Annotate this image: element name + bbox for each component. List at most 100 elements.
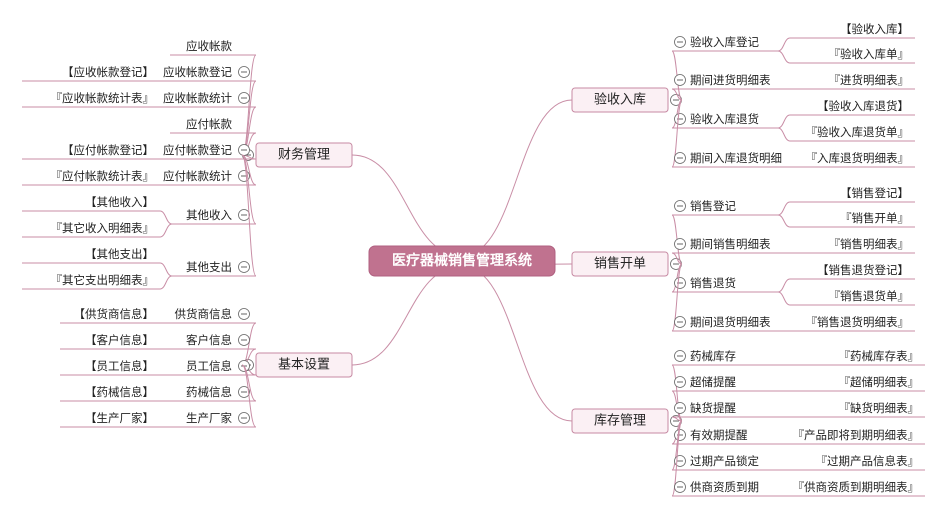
item-connector bbox=[241, 364, 257, 428]
leaf-label: 【其他支出】 bbox=[85, 247, 154, 261]
leaf-label: 【验收入库退货】 bbox=[817, 99, 909, 113]
collapse-item-button[interactable] bbox=[674, 376, 686, 388]
leaf-label: 【销售登记】 bbox=[840, 186, 909, 200]
leaf-connector bbox=[777, 50, 791, 64]
collapse-item-button[interactable] bbox=[238, 334, 250, 346]
item-label: 期间入库退货明细 bbox=[690, 151, 782, 165]
branch-inventory[interactable]: 库存管理 bbox=[571, 408, 669, 434]
collapse-item-button[interactable] bbox=[238, 144, 250, 156]
item-connector bbox=[241, 154, 257, 225]
leaf-label: 『入库退货明细表』 bbox=[806, 151, 910, 165]
collapse-item-button[interactable] bbox=[674, 277, 686, 289]
collapse-item-button[interactable] bbox=[674, 429, 686, 441]
collapse-item-button[interactable] bbox=[238, 308, 250, 320]
leaf-label: 【员工信息】 bbox=[85, 359, 154, 373]
item-label: 过期产品锁定 bbox=[690, 454, 759, 468]
item-label: 供商资质到期 bbox=[690, 480, 759, 494]
item-label: 缺货提醒 bbox=[690, 401, 736, 415]
leaf-label: 【应收帐款登记】 bbox=[62, 65, 154, 79]
collapse-item-button[interactable] bbox=[238, 412, 250, 424]
leaf-connector bbox=[777, 37, 791, 52]
leaf-label: 『其它支出明细表』 bbox=[51, 273, 155, 287]
item-label: 销售登记 bbox=[690, 199, 736, 213]
item-label: 客户信息 bbox=[186, 333, 232, 347]
collapse-item-button[interactable] bbox=[674, 481, 686, 493]
leaf-label: 『应收帐款统计表』 bbox=[51, 91, 155, 105]
item-label: 应付帐款登记 bbox=[163, 143, 232, 157]
leaf-connector bbox=[777, 114, 791, 129]
item-label: 验收入库退货 bbox=[690, 112, 759, 126]
root-branch-connector bbox=[461, 99, 573, 257]
item-label: 应收帐款 bbox=[186, 39, 232, 53]
leaf-label: 『验收入库单』 bbox=[829, 47, 910, 61]
leaf-label: 【供货商信息】 bbox=[74, 307, 155, 321]
root-node[interactable]: 医疗器械销售管理系统 bbox=[368, 245, 556, 277]
leaf-label: 『进货明细表』 bbox=[829, 73, 910, 87]
leaf-label: 『过期产品信息表』 bbox=[816, 454, 920, 468]
leaf-connector bbox=[777, 201, 791, 216]
item-label: 期间销售明细表 bbox=[690, 237, 771, 251]
root-branch-connector bbox=[351, 154, 463, 257]
branch-label: 财务管理 bbox=[278, 147, 330, 163]
leaf-connector bbox=[159, 275, 173, 290]
branch-label: 销售开单 bbox=[594, 256, 646, 272]
leaf-label: 『销售退货单』 bbox=[829, 289, 910, 303]
collapse-item-button[interactable] bbox=[674, 200, 686, 212]
item-label: 药械信息 bbox=[186, 385, 232, 399]
leaf-label: 『销售退货明细表』 bbox=[806, 315, 910, 329]
root-branch-connector bbox=[351, 265, 463, 366]
collapse-item-button[interactable] bbox=[674, 152, 686, 164]
leaf-connector bbox=[159, 262, 173, 277]
collapse-item-button[interactable] bbox=[674, 36, 686, 48]
leaf-label: 【生产厂家】 bbox=[85, 411, 154, 425]
leaf-label: 『销售开单』 bbox=[840, 211, 909, 225]
collapse-item-button[interactable] bbox=[238, 92, 250, 104]
root-node-label: 医疗器械销售管理系统 bbox=[392, 252, 532, 269]
leaf-label: 『缺货明细表』 bbox=[839, 401, 920, 415]
item-label: 超储提醒 bbox=[690, 375, 736, 389]
leaf-label: 『超储明细表』 bbox=[839, 375, 920, 389]
branch-finance[interactable]: 财务管理 bbox=[255, 142, 353, 168]
collapse-item-button[interactable] bbox=[674, 74, 686, 86]
item-label: 应付帐款统计 bbox=[163, 169, 232, 183]
leaf-label: 【销售退货登记】 bbox=[817, 263, 909, 277]
leaf-label: 『产品即将到期明细表』 bbox=[793, 428, 920, 442]
item-label: 应收帐款统计 bbox=[163, 91, 232, 105]
leaf-label: 【应付帐款登记】 bbox=[62, 143, 154, 157]
item-label: 应付帐款 bbox=[186, 117, 232, 131]
collapse-item-button[interactable] bbox=[238, 261, 250, 273]
branch-label: 基本设置 bbox=[278, 358, 330, 373]
collapse-item-button[interactable] bbox=[238, 209, 250, 221]
item-label: 应收帐款登记 bbox=[163, 65, 232, 79]
collapse-item-button[interactable] bbox=[674, 238, 686, 250]
item-label: 其他支出 bbox=[186, 260, 232, 274]
item-label: 期间退货明细表 bbox=[690, 315, 771, 329]
item-label: 药械库存 bbox=[690, 349, 736, 363]
leaf-label: 『药械库存表』 bbox=[839, 349, 920, 363]
collapse-item-button[interactable] bbox=[238, 386, 250, 398]
leaf-connector bbox=[159, 223, 173, 238]
item-label: 验收入库登记 bbox=[690, 35, 759, 49]
branch-label: 库存管理 bbox=[594, 413, 646, 429]
branch-receiving[interactable]: 验收入库 bbox=[571, 87, 669, 113]
item-label: 有效期提醒 bbox=[690, 428, 748, 442]
branch-sales[interactable]: 销售开单 bbox=[571, 251, 669, 277]
branch-label: 验收入库 bbox=[594, 92, 646, 108]
collapse-item-button[interactable] bbox=[238, 66, 250, 78]
item-connector bbox=[671, 263, 683, 332]
collapse-item-button[interactable] bbox=[674, 350, 686, 362]
collapse-item-button[interactable] bbox=[674, 402, 686, 414]
collapse-item-button[interactable] bbox=[674, 316, 686, 328]
item-label: 期间进货明细表 bbox=[690, 73, 771, 87]
leaf-connector bbox=[777, 127, 791, 142]
leaf-label: 【验收入库】 bbox=[840, 22, 909, 36]
leaf-label: 【其他收入】 bbox=[85, 195, 154, 209]
collapse-item-button[interactable] bbox=[674, 113, 686, 125]
branch-basic[interactable]: 基本设置 bbox=[255, 352, 353, 378]
item-connector bbox=[671, 99, 683, 168]
leaf-label: 『其它收入明细表』 bbox=[51, 221, 155, 235]
item-label: 其他收入 bbox=[186, 208, 232, 222]
leaf-label: 【药械信息】 bbox=[85, 385, 154, 399]
